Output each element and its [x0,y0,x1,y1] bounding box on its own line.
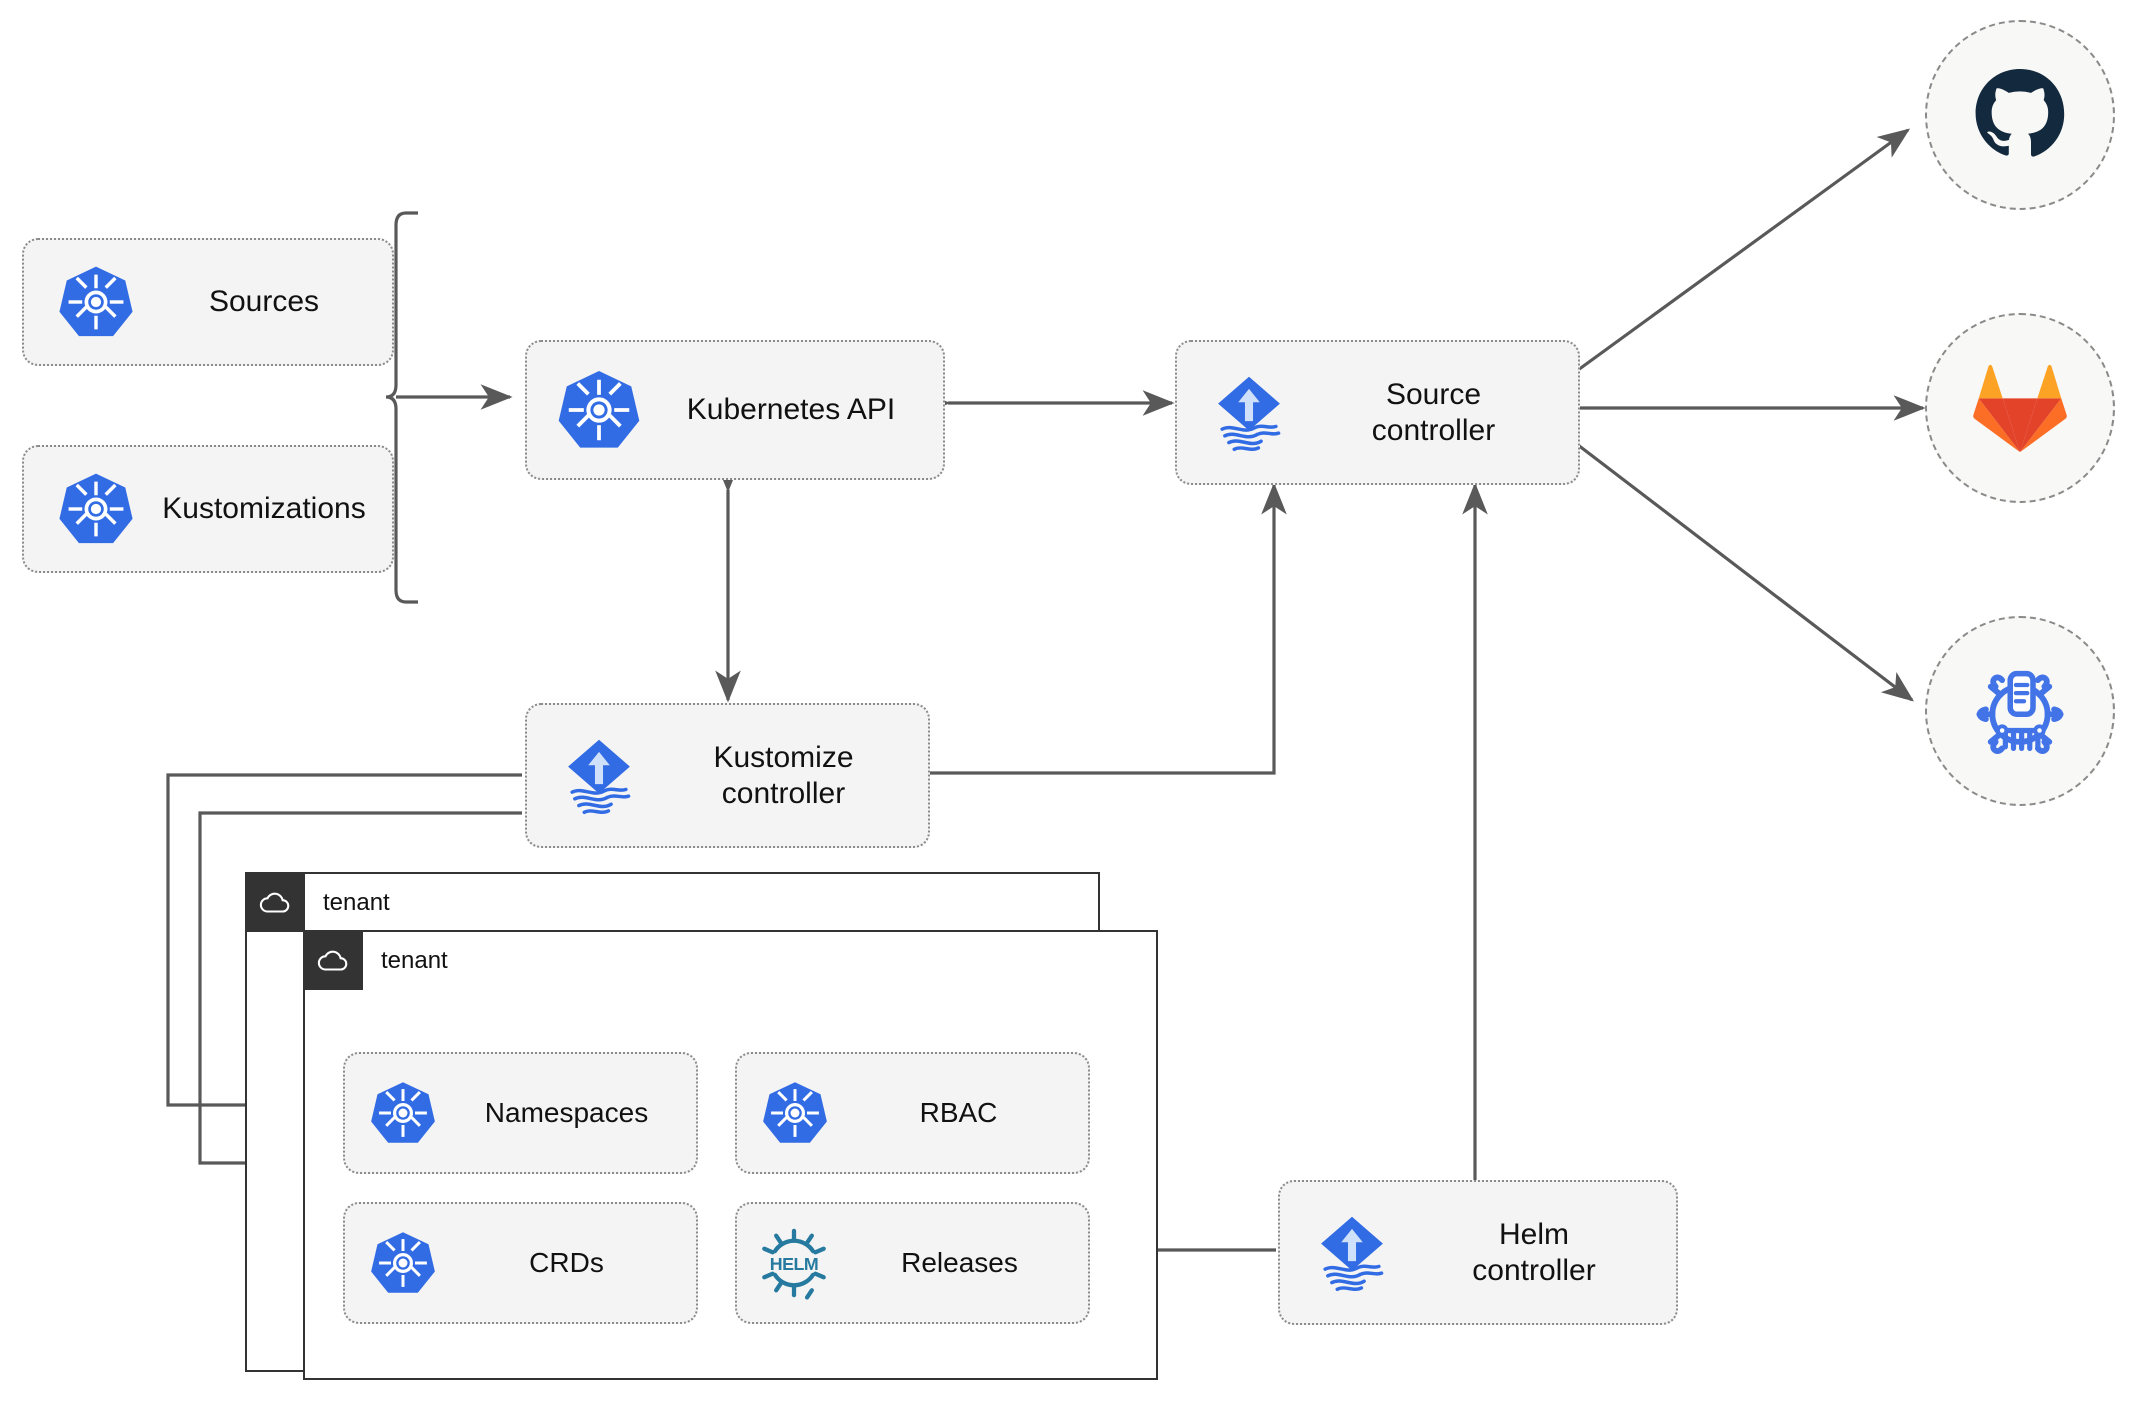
node-label: Helm controller [1472,1218,1596,1287]
node-label: CRDs [529,1247,604,1279]
node-helm-controller[interactable]: Helm controller [1278,1180,1678,1325]
tenant-panel-front[interactable]: tenant Namespaces [303,930,1158,1380]
cloud-icon [247,874,305,932]
node-label: Namespaces [484,1097,649,1129]
node-namespaces[interactable]: Namespaces [343,1052,698,1174]
tenant-header: tenant [247,874,390,932]
node-label: Source controller [1371,378,1496,447]
node-oci-registry[interactable] [1925,616,2115,806]
kubernetes-icon [50,463,142,555]
node-github[interactable] [1925,20,2115,210]
node-rbac[interactable]: RBAC [735,1052,1090,1174]
helm-icon: HELM [751,1217,837,1309]
kubernetes-icon [553,364,645,456]
flux-icon [553,730,645,822]
node-source-controller[interactable]: Source controller [1175,340,1580,485]
svg-text:HELM: HELM [770,1254,819,1274]
node-kustomize-controller[interactable]: Kustomize controller [525,703,930,848]
node-gitlab[interactable] [1925,313,2115,503]
node-label: Sources [208,285,320,319]
node-sources[interactable]: Sources [22,238,394,366]
cloud-icon [305,932,363,990]
kubernetes-icon [755,1067,835,1159]
node-label: Kustomizations [162,492,366,526]
node-kubernetes-api[interactable]: Kubernetes API [525,340,945,480]
kubernetes-icon [363,1217,443,1309]
helm-oci-icon [1976,670,2064,754]
kubernetes-icon [363,1067,443,1159]
kubernetes-icon [50,256,142,348]
node-label: RBAC [919,1097,998,1129]
flux-icon [1203,367,1295,459]
tenant-header: tenant [305,932,448,990]
tenant-label: tenant [381,947,448,974]
node-label: Kubernetes API [686,393,896,427]
flux-icon [1306,1207,1398,1299]
node-releases[interactable]: HELM Releases [735,1202,1090,1324]
github-icon [1975,69,2065,157]
node-kustomizations[interactable]: Kustomizations [22,445,394,573]
gitlab-icon [1973,364,2067,453]
node-crds[interactable]: CRDs [343,1202,698,1324]
node-label: Kustomize controller [713,741,854,810]
tenant-label: tenant [323,889,390,916]
node-label: Releases [901,1247,1018,1279]
